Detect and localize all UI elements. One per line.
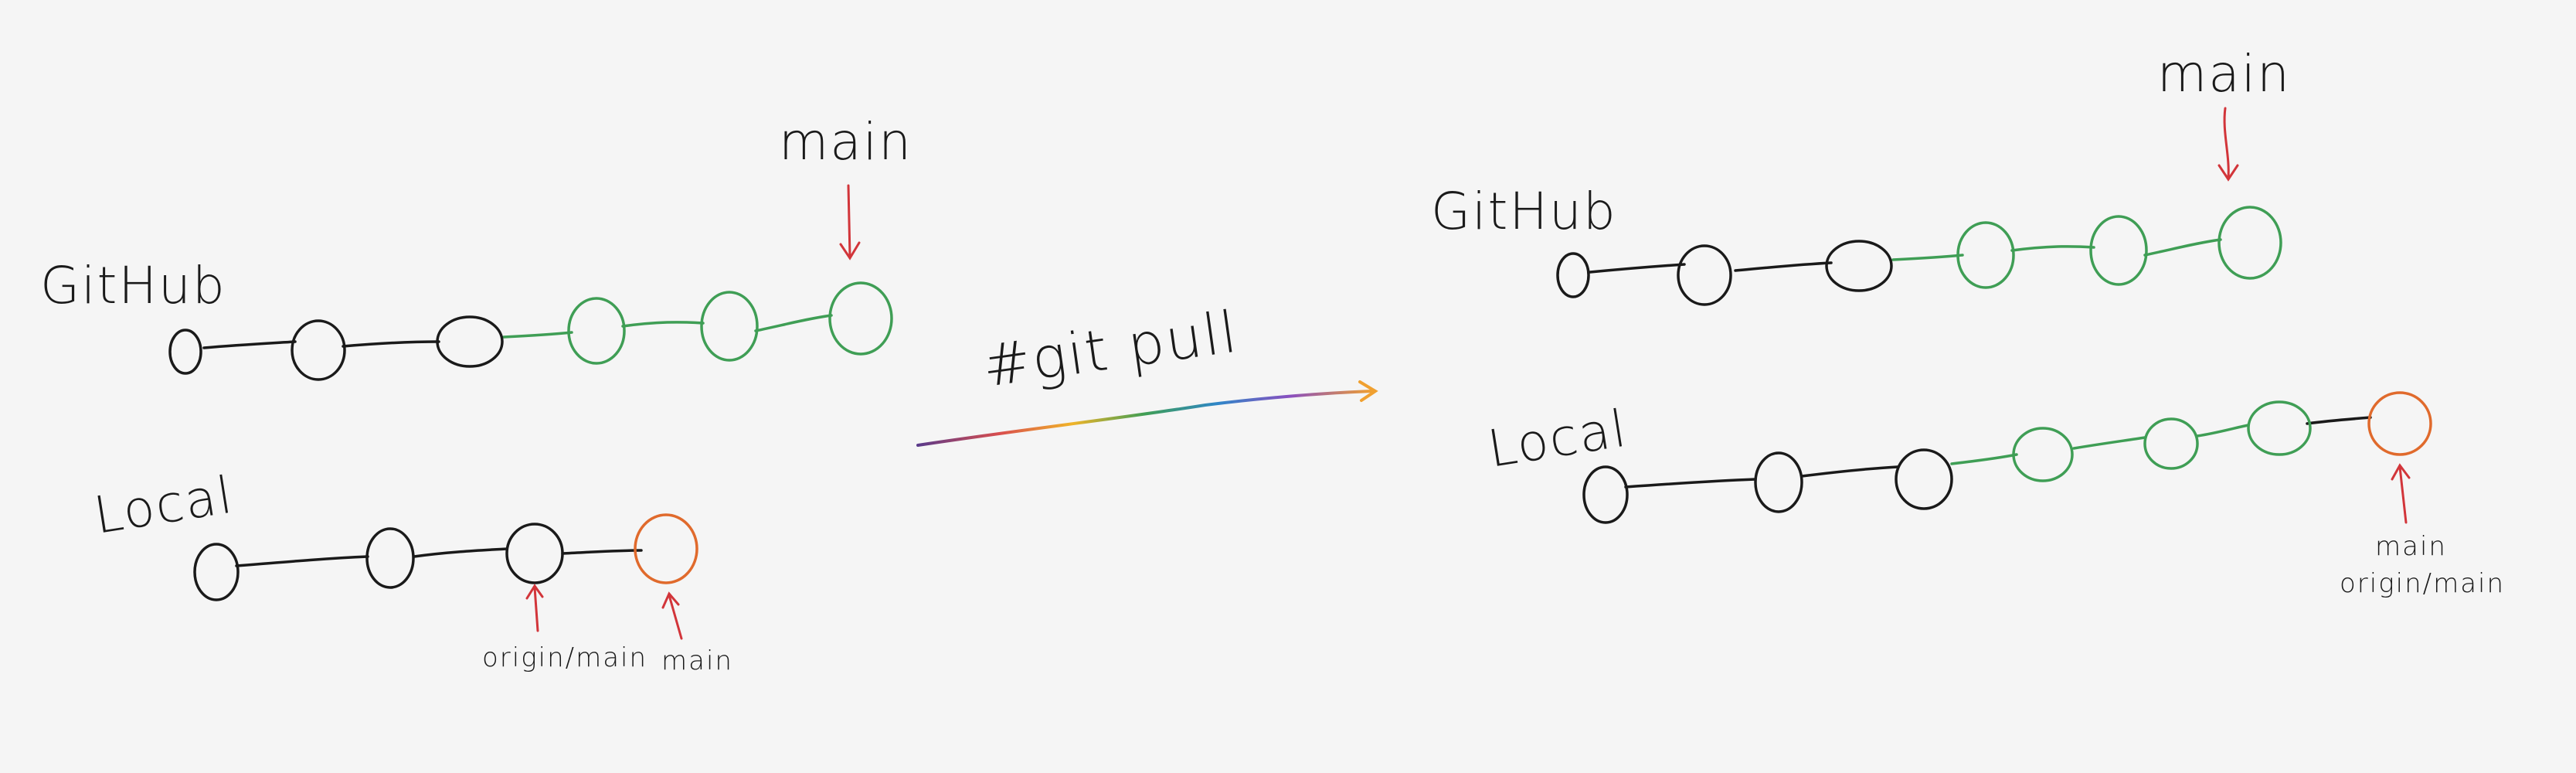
commit-node (700, 291, 759, 362)
pointer-label-main: main (661, 645, 733, 676)
pointer-label-main: main (779, 112, 912, 172)
before-github-label: GitHub (40, 256, 226, 315)
commit-node (365, 527, 415, 589)
commit-node (1825, 240, 1893, 292)
commit-node (2217, 206, 2282, 280)
command-arrow (916, 390, 1374, 447)
commit-node (193, 543, 240, 601)
pointer-label-main: main (2157, 44, 2291, 104)
commit-node (2012, 427, 2074, 482)
after-local-commits (1582, 391, 2432, 524)
after-local-pointers: main origin/main (2340, 463, 2505, 599)
before-github-main-pointer: main (779, 112, 912, 261)
commit-node (1895, 448, 1953, 510)
after-github-label: GitHub (1431, 182, 1617, 241)
commit-node (1956, 221, 2015, 289)
before-local-main-pointer: main (661, 591, 733, 676)
commit-node (1556, 252, 1590, 298)
before-state: GitHub main Local (40, 112, 912, 676)
commit-node (168, 329, 202, 375)
after-local: Local main origin/ma (1483, 391, 2505, 599)
after-local-links (1624, 416, 2372, 489)
after-state: GitHub main Local (1431, 44, 2505, 599)
pointer-label-origin-main: origin/main (2340, 568, 2505, 599)
commit-node (2247, 400, 2312, 456)
command-label: #git pull (979, 298, 1242, 400)
commit-node (505, 523, 564, 584)
before-github-commits (168, 281, 893, 381)
commit-node (2089, 215, 2148, 286)
command-arrow-head (1358, 380, 1378, 402)
before-github-links (202, 314, 833, 349)
commit-node (436, 315, 504, 368)
commit-node (1582, 465, 1629, 524)
git-pull-command: #git pull (916, 298, 1378, 447)
commit-node (2143, 417, 2199, 470)
commit-node (1754, 451, 1803, 513)
after-github-main-pointer: main (2157, 44, 2291, 182)
pointer-label-origin-main: origin/main (482, 642, 647, 673)
before-local-label: Local (90, 465, 237, 545)
commit-node (567, 297, 626, 365)
before-github: GitHub main (40, 112, 912, 381)
before-local-origin-main-pointer: origin/main (482, 584, 647, 673)
commit-node (2367, 391, 2432, 456)
after-github-commits (1556, 206, 2282, 306)
commit-node (828, 281, 893, 356)
after-github: GitHub main (1431, 44, 2291, 306)
before-local-links (235, 547, 643, 567)
commit-node (1677, 244, 1732, 306)
pointer-label-main: main (2375, 531, 2447, 562)
before-local: Local origin/main main (90, 465, 733, 676)
before-local-commits (193, 513, 698, 601)
commit-node (291, 319, 346, 381)
commit-node (634, 513, 698, 584)
